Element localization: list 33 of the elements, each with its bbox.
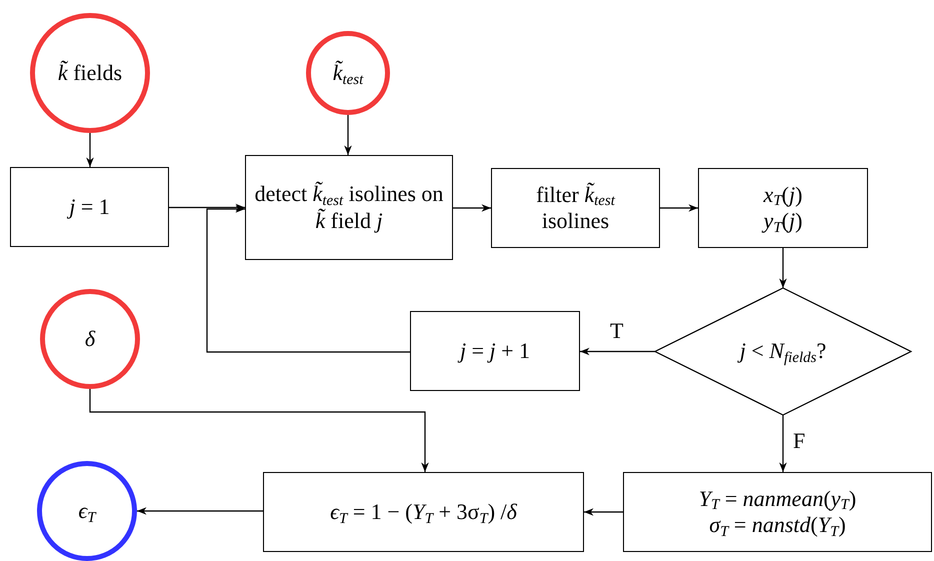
arrow: [779, 248, 787, 288]
arrow: [169, 204, 245, 212]
arrow: [453, 204, 491, 212]
process-box: [623, 472, 932, 552]
arrow: [206, 205, 410, 353]
node-text: j = 1: [69, 194, 110, 220]
node-text: y$_{T}$(j): [764, 208, 802, 234]
arrow: [89, 389, 429, 472]
node-text: k̃$_{test}$: [332, 60, 364, 86]
node-text: j = j + 1: [460, 338, 530, 364]
arrow: [584, 508, 623, 516]
node-text: x$_{T}$(j): [764, 182, 802, 208]
node-text: filter k̃$_{test}$ isolines: [535, 182, 616, 234]
arrow: [580, 348, 655, 356]
process-box: [10, 167, 169, 247]
node-text: ϵ$_{T}$: [78, 498, 96, 524]
arrow: [86, 133, 94, 167]
node-text: ϵ$_{T}$ = 1 − (Y$_{T}$ + 3σ$_{T}$) /δ: [330, 498, 517, 526]
arrow: [344, 115, 352, 155]
node-text: j < N$_{fields}$?: [740, 338, 826, 365]
node-text: Y$_{T}$ = nanmean(y$_{T}$): [698, 486, 856, 512]
process-box: [245, 155, 453, 260]
node-text: k̃ fields: [58, 60, 122, 86]
node-text: σ$_{T}$ = nanstd(Y$_{T}$): [709, 512, 846, 538]
process-box: [491, 168, 660, 248]
arrow: [137, 507, 263, 515]
node-text: detect k̃$_{test}$ isolines on k̃ field j: [254, 181, 444, 234]
arrow: [779, 415, 787, 472]
arrow: [660, 204, 698, 212]
process-box: [263, 472, 584, 552]
process-box: [410, 311, 580, 391]
node-text: δ: [84, 326, 96, 352]
process-box: [698, 168, 868, 248]
